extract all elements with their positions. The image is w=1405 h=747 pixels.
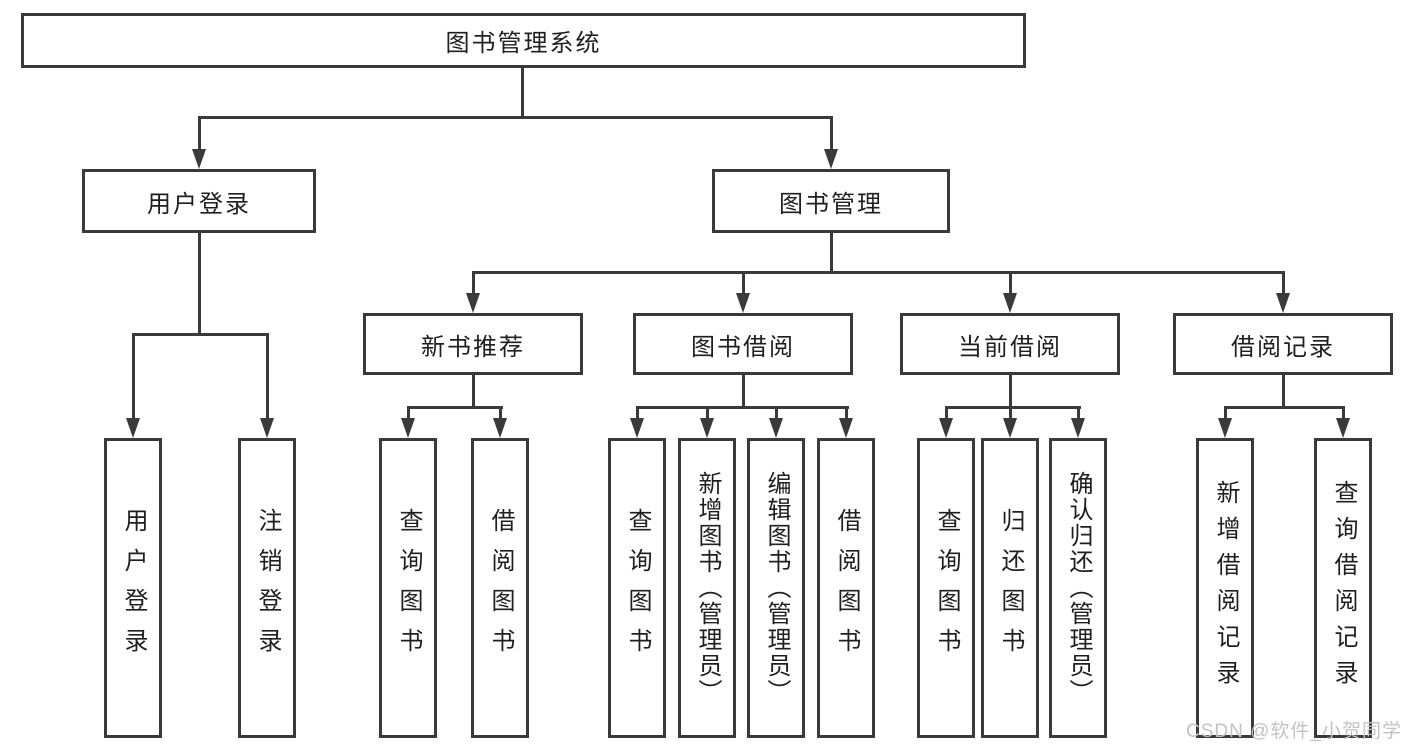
arrow-to-nb-leaf1 [401,418,415,438]
connector-root-stem [521,68,524,118]
arrow-to-bb-leaf1 [630,418,644,438]
connector-borrow-records-stem [1282,375,1285,409]
connector-level3-rail [472,271,1285,274]
connector-cb-leaf2-drop [1009,406,1012,421]
leaf-nb-query-books: 查询图书 [379,438,437,738]
connector-user-leaf2-drop [266,333,269,421]
connector-user-rail [132,333,269,336]
connector-nb-leaf2-drop [499,406,502,421]
leaf-user-login-label: 用户登录 [120,508,147,668]
connector-nb-leaf1-drop [407,406,410,421]
leaf-br-add-record: 新增借阅记录 [1196,438,1254,738]
arrow-to-cb-leaf3 [1071,418,1085,438]
arrow-to-nb-leaf2 [493,418,507,438]
connector-user-leaf1-drop [132,333,135,421]
connector-new-books-rail [407,406,503,409]
connector-br-leaf1-drop [1224,406,1227,421]
connector-bb-leaf1-drop [636,406,639,421]
node-borrow-records: 借阅记录 [1173,313,1393,375]
arrow-to-br-leaf2 [1336,418,1350,438]
leaf-cb-return-books-label: 归还图书 [997,508,1024,668]
arrow-to-new-books [466,293,480,313]
leaf-bb-add-books-admin: 新增图书（管理员） [678,438,736,738]
leaf-bb-query-books-label: 查询图书 [624,508,651,668]
node-root-label: 图书管理系统 [445,30,602,57]
arrow-to-br-leaf1 [1218,418,1232,438]
connector-current-borrow-drop [1009,271,1012,297]
arrow-to-user-leaf2 [260,418,274,438]
csdn-watermark: CSDN @软件_小贺同学 [1186,721,1402,742]
connector-cb-leaf1-drop [945,406,948,421]
arrow-to-cb-leaf2 [1003,418,1017,438]
arrow-to-bb-leaf2 [700,418,714,438]
connector-new-books-stem [472,375,475,409]
leaf-logout-label: 注销登录 [254,508,281,668]
arrow-to-bb-leaf3 [769,418,783,438]
leaf-cb-query-books-label: 查询图书 [933,508,960,668]
arrow-to-book-borrow [736,293,750,313]
connector-mgmt-stem [830,233,833,274]
node-book-mgmt: 图书管理 [712,169,950,233]
node-new-books: 新书推荐 [363,313,583,375]
leaf-br-add-record-label: 新增借阅记录 [1212,480,1239,696]
leaf-bb-edit-books-admin-label: 编辑图书（管理员） [763,471,790,705]
connector-book-borrow-rail [636,406,849,409]
leaf-nb-borrow-books-label: 借阅图书 [487,508,514,668]
node-borrow-records-label: 借阅记录 [1231,333,1335,361]
leaf-bb-edit-books-admin: 编辑图书（管理员） [747,438,805,738]
leaf-user-login: 用户登录 [104,438,162,738]
connector-user-stem [198,233,201,336]
leaf-cb-query-books: 查询图书 [917,438,975,738]
connector-borrow-records-drop [1282,271,1285,297]
connector-current-borrow-rail [945,406,1081,409]
leaf-nb-borrow-books: 借阅图书 [471,438,529,738]
node-user-login: 用户登录 [82,169,316,233]
node-book-borrow: 图书借阅 [633,313,853,375]
node-book-borrow-label: 图书借阅 [691,333,795,361]
connector-level2-rail [198,116,833,119]
leaf-bb-borrow-books: 借阅图书 [817,438,875,738]
leaf-bb-add-books-admin-label: 新增图书（管理员） [694,471,721,705]
arrow-to-bb-leaf4 [839,418,853,438]
connector-cb-leaf3-drop [1077,406,1080,421]
connector-br-leaf2-drop [1342,406,1345,421]
connector-user-login-drop [198,116,201,150]
leaf-bb-borrow-books-label: 借阅图书 [833,508,860,668]
node-new-books-label: 新书推荐 [421,333,525,361]
leaf-bb-query-books: 查询图书 [608,438,666,738]
connector-book-mgmt-drop [830,116,833,150]
node-book-mgmt-label: 图书管理 [779,190,883,218]
node-current-borrow: 当前借阅 [900,313,1120,375]
arrow-to-book-mgmt [824,149,838,169]
connector-borrow-records-rail [1224,406,1345,409]
leaf-cb-confirm-return-admin: 确认归还（管理员） [1049,438,1107,738]
node-root-system: 图书管理系统 [21,13,1026,68]
leaf-cb-confirm-return-admin-label: 确认归还（管理员） [1065,471,1092,705]
connector-bb-leaf4-drop [845,406,848,421]
leaf-br-query-record-label: 查询借阅记录 [1330,480,1357,696]
connector-new-books-drop [472,271,475,297]
leaf-cb-return-books: 归还图书 [981,438,1039,738]
leaf-br-query-record: 查询借阅记录 [1314,438,1372,738]
arrow-to-current-borrow [1003,293,1017,313]
arrow-to-cb-leaf1 [939,418,953,438]
arrow-to-user-login [192,149,206,169]
leaf-nb-query-books-label: 查询图书 [395,508,422,668]
node-current-borrow-label: 当前借阅 [958,333,1062,361]
arrow-to-borrow-records [1276,293,1290,313]
node-user-login-label: 用户登录 [147,190,251,218]
connector-bb-leaf2-drop [706,406,709,421]
arrow-to-user-leaf1 [126,418,140,438]
connector-bb-leaf3-drop [775,406,778,421]
connector-current-borrow-stem [1009,375,1012,409]
connector-book-borrow-drop [742,271,745,297]
connector-book-borrow-stem [742,375,745,409]
leaf-logout: 注销登录 [238,438,296,738]
